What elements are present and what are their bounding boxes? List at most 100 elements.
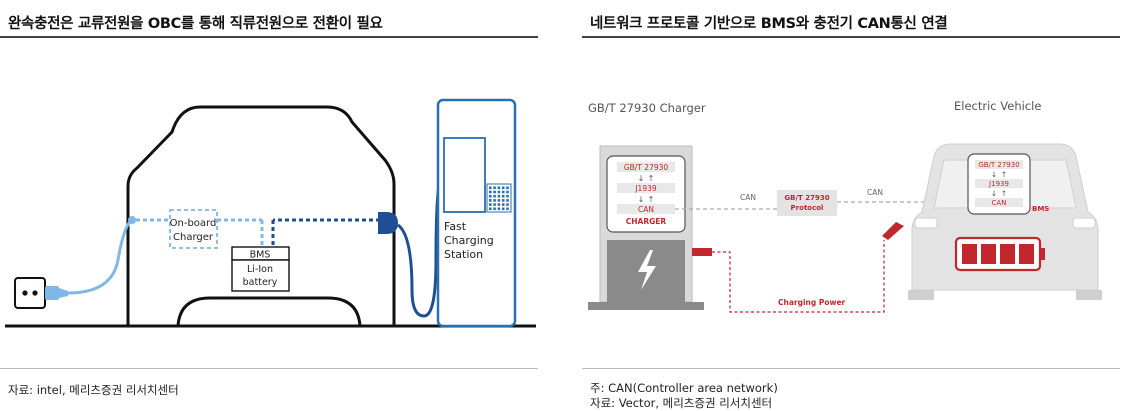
charger-name: CHARGER [626,217,667,226]
charger-stack-gbt-label: GB/T 27930 [624,163,669,172]
arrow-down-icon: ↓ [638,195,645,204]
battery-box [231,259,290,292]
keypad-dot [493,207,496,211]
station-label-3: Station [444,248,483,261]
keypad-dot [489,190,492,194]
charger-base [588,302,704,310]
arrow-up-icon: ↑ [1001,170,1007,179]
keypad-dot [493,186,496,190]
keypad-dot [506,194,509,198]
keypad-dot [493,203,496,206]
bms-label: BMS [250,250,271,261]
right-note: 주: CAN(Controller area network) [590,381,778,395]
headlight-left-icon [914,217,938,229]
lightning-bolt-icon [638,250,656,290]
headlight-right-icon [1072,217,1096,229]
arrow-up-icon: ↑ [1001,189,1007,198]
right-figure-panel: 네트워크 프로토콜 기반으로 BMS와 충전기 CAN통신 연결 GB/T 27… [582,0,1122,411]
keypad-dot [489,203,492,206]
battery-label-2: battery [243,277,278,288]
keypad-dot [497,203,501,206]
charger-title: GB/T 27930 Charger [588,101,706,115]
protocol-label-1: GB/T 27930 [784,194,829,202]
right-title-rule [582,36,1120,38]
keypad-dot [501,190,505,194]
vehicle-plug-icon [882,222,904,240]
fast-charging-station [436,98,517,328]
left-figure-title: 완속충전은 교류전원을 OBC를 통해 직류전원으로 전환이 필요 [8,16,383,32]
ac-cable [67,218,133,295]
charging-power-line [712,240,885,313]
keypad-dot [501,203,505,206]
keypad-dot [489,186,492,190]
keypad-dot [501,207,505,211]
right-figure-title: 네트워크 프로토콜 기반으로 BMS와 충전기 CAN통신 연결 [590,16,948,32]
keypad-dot [506,186,509,190]
keypad-dot [506,203,509,206]
keypad-dot [497,186,501,190]
right-source: 자료: Vector, 메리츠증권 리서치센터 [590,396,773,410]
keypad-dot [506,190,509,194]
charger-stack-gbt [617,162,675,172]
keypad-dot [497,207,501,211]
station-screen [443,137,486,213]
vehicle-stack-gbt-label: GB/T 27930 [978,161,1019,169]
onboard-label-2: Charger [173,232,214,243]
keypad-dot [501,186,505,190]
keypad-dot [497,194,501,198]
charger-stack-j1939-label: J1939 [634,184,657,193]
keypad-dot [489,194,492,198]
car-silhouette [126,105,396,328]
charging-power-label: Charging Power [778,298,846,307]
socket-icon [14,277,46,309]
arrow-down-icon: ↓ [991,189,997,198]
can-left-label: CAN [740,193,756,202]
onboard-charger-box [169,209,218,249]
keypad-dot [506,207,509,211]
keypad-dot [497,199,501,202]
left-source-rule [0,368,538,369]
keypad-dot [493,199,496,202]
keypad-dot [493,194,496,198]
arrow-up-icon: ↑ [648,195,655,204]
station-keypad-icon [486,183,512,213]
vehicle-title: Electric Vehicle [954,99,1041,113]
dc-connector-icon [378,212,398,234]
socket-hole-icon [22,290,28,296]
can-communication-diagram: GB/T 27930 Charger Electric Vehicle GB/T… [588,99,1102,313]
ac-plug-icon [45,286,59,300]
arrow-down-icon: ↓ [638,174,645,183]
protocol-box [777,190,837,216]
charger-stack-can [617,204,675,214]
right-source-rule [582,368,1120,369]
left-source: 자료: intel, 메리츠증권 리서치센터 [8,383,179,397]
station-label-1: Fast [444,220,467,233]
dc-cable [396,179,442,318]
arrow-up-icon: ↑ [648,174,655,183]
keypad-dot [497,190,501,194]
can-right-label: CAN [867,188,883,197]
left-figure-panel: 완속충전은 교류전원을 OBC를 통해 직류전원으로 전환이 필요 On-boa… [0,0,540,411]
keypad-dot [493,190,496,194]
ac-inlet-dot [128,216,136,224]
battery-label-1: Li-Ion [247,264,273,275]
keypad-dot [501,199,505,202]
left-title-rule [0,36,538,38]
vehicle-stack-can-label: CAN [992,199,1007,207]
onboard-label-1: On-board [170,218,217,229]
keypad-dot [489,207,492,211]
bms-label: BMS [1032,205,1049,213]
charger-stack-can-label: CAN [638,205,654,214]
charger-plug-icon [692,248,712,256]
charger-stack-j1939 [617,183,675,193]
vehicle-stack-j1939-label: J1939 [988,180,1009,188]
keypad-dot [501,194,505,198]
keypad-dot [506,199,509,202]
socket-hole-icon [32,290,38,296]
station-label-2: Charging [444,234,494,247]
arrow-down-icon: ↓ [991,170,997,179]
protocol-label-2: Protocol [791,204,824,212]
vehicle-wheels [908,290,1102,300]
keypad-dot [489,199,492,202]
slow-charging-diagram: On-board Charger BMS Li-Ion battery Fast… [5,98,536,328]
